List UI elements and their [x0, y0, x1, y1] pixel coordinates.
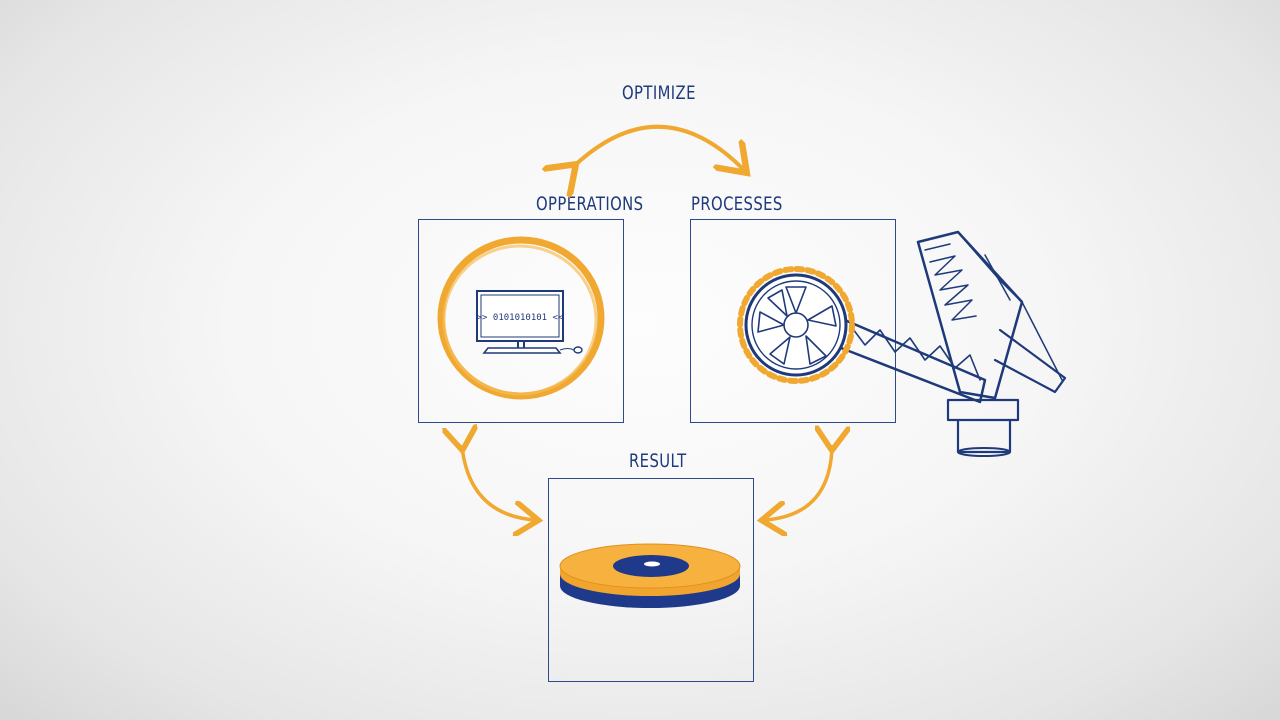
excavator-icon [737, 230, 1067, 457]
optimize-label: OPTIMIZE [622, 82, 696, 104]
processes-label: PROCESSES [691, 193, 783, 215]
screen-binary-text: >> 0101010101 << [477, 313, 564, 323]
processes-box [690, 219, 896, 423]
result-label: RESULT [629, 450, 687, 472]
operations-box [418, 219, 624, 423]
optimize-arrow [573, 124, 744, 170]
right-cycle-arrow [765, 447, 832, 520]
disc-stack-icon [559, 543, 741, 608]
computer-icon [437, 236, 605, 400]
result-box [548, 478, 754, 682]
operations-label: OPPERATIONS [536, 193, 644, 215]
left-cycle-arrow [462, 447, 535, 520]
